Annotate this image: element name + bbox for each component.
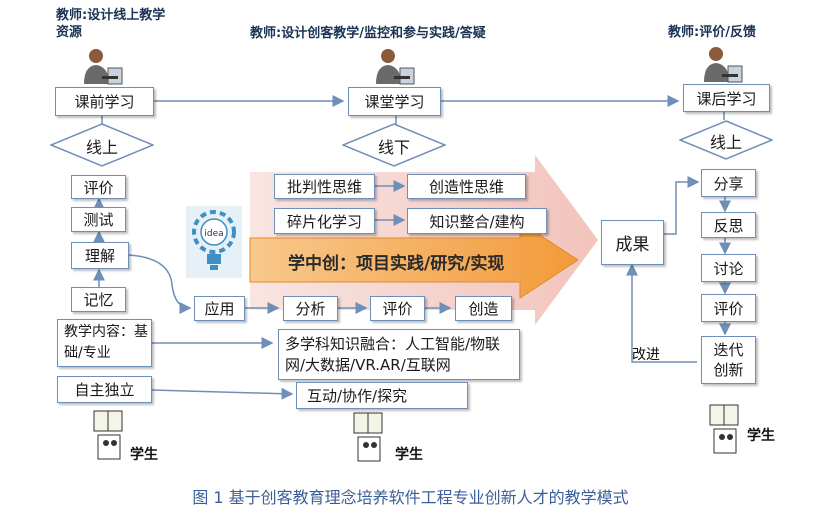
student-icon-left [92, 409, 126, 461]
mode-center-diamond: 线下 [341, 123, 447, 167]
student-right-label: 学生 [747, 428, 775, 444]
stage-after-box: 课后学习 [683, 84, 770, 112]
mode-right-label: 线上 [709, 133, 742, 152]
learning-creation-text: 学中创：项目实践/研究/实现 [288, 254, 505, 274]
student-center-label: 学生 [395, 447, 423, 463]
knowledge-integration-box: 知识整合/建构 [407, 208, 547, 234]
stage-class-box: 课堂学习 [348, 87, 441, 116]
student-left-label: 学生 [130, 447, 158, 463]
chain-apply-box: 应用 [194, 296, 245, 321]
svg-text:idea: idea [204, 229, 223, 239]
critical-thinking-box: 批判性思维 [274, 174, 375, 199]
mode-right-diamond: 线上 [678, 120, 774, 160]
multidisciplinary-box: 多学科知识融合：人工智能/物联网/大数据/VR.AR/互联网 [278, 329, 520, 380]
creative-thinking-box: 创造性思维 [407, 174, 526, 199]
teacher-right-label: 教师:评价/反馈 [668, 25, 756, 40]
mode-left-label: 线上 [85, 138, 118, 157]
mode-left-diamond: 线上 [49, 123, 155, 167]
student-icon-right [708, 403, 742, 455]
right-iterate-box: 迭代创新 [701, 336, 756, 384]
right-share-box: 分享 [701, 169, 756, 197]
mode-center-label: 线下 [377, 138, 410, 157]
teaching-content-box: 教学内容：基础/专业 [57, 319, 152, 367]
result-box: 成果 [601, 220, 664, 265]
chain-evaluate-box: 评价 [370, 296, 425, 321]
stage-before-box: 课前学习 [55, 87, 154, 116]
left-memory-box: 记忆 [71, 287, 126, 312]
left-eval-box: 评价 [71, 175, 126, 199]
left-test-box: 测试 [71, 207, 126, 232]
chain-create-box: 创造 [455, 296, 512, 321]
idea-bulb-icon: idea [186, 206, 242, 278]
teacher-icon-right [700, 44, 744, 84]
student-icon-center [352, 411, 386, 463]
left-understand-box: 理解 [71, 242, 129, 269]
figure-caption: 图 1 基于创客教育理念培养软件工程专业创新人才的教学模式 [192, 488, 629, 507]
self-independent-box: 自主独立 [57, 376, 152, 403]
teacher-icon-left [80, 46, 124, 86]
improve-label: 改进 [632, 347, 660, 363]
chain-analyze-box: 分析 [283, 296, 338, 321]
fragment-learning-box: 碎片化学习 [274, 208, 375, 234]
teacher-left-label: 教师:设计线上教学资源 [56, 8, 166, 40]
teacher-icon-center [372, 46, 416, 86]
interaction-box: 互动/协作/探究 [296, 382, 468, 409]
right-reflect-box: 反思 [701, 212, 756, 238]
teacher-center-label: 教师:设计创客教学/监控和参与实践/答疑 [250, 26, 486, 41]
right-discuss-box: 讨论 [701, 254, 756, 282]
right-evaluate-box: 评价 [701, 294, 756, 322]
orange-arrow [249, 221, 579, 299]
